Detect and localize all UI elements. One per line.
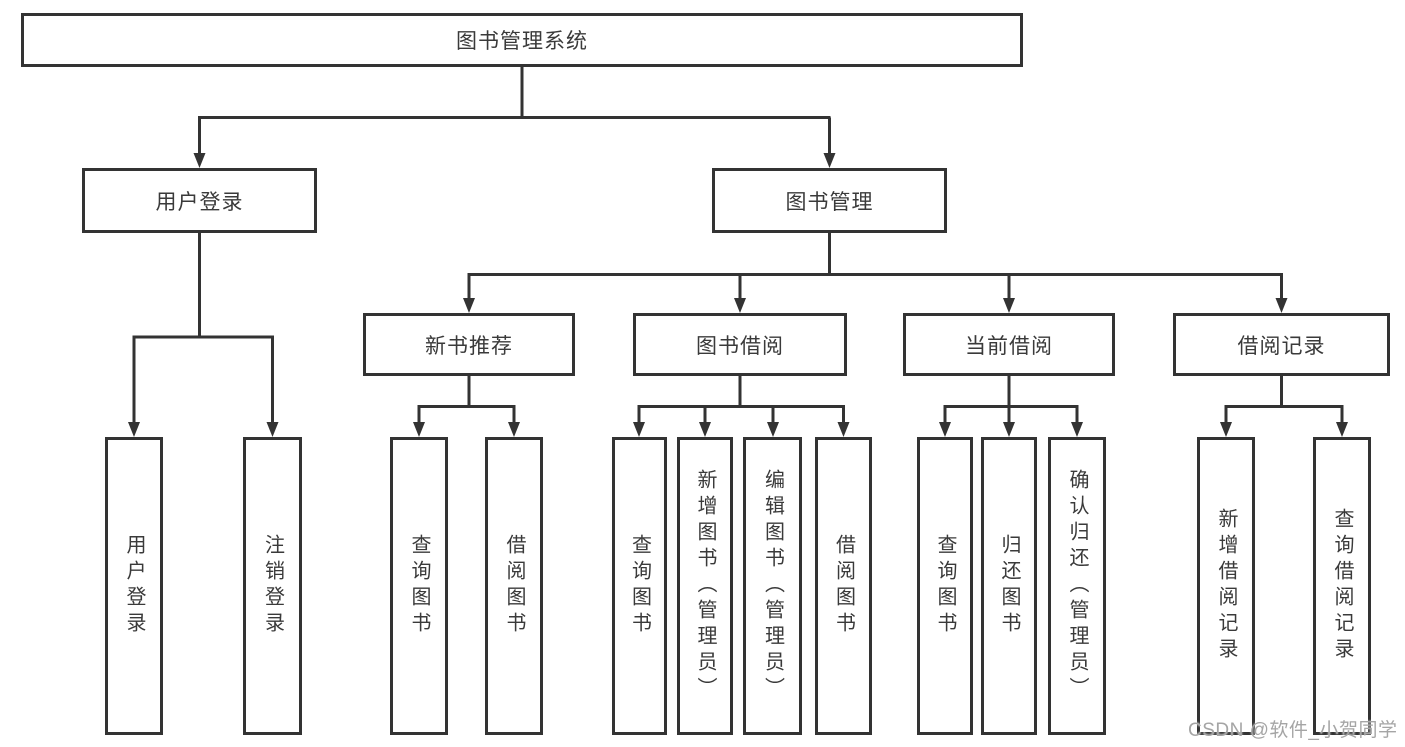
node-leaf-logout: 注销登录	[243, 437, 302, 735]
node-new-book-recommendation: 新书推荐	[363, 313, 575, 376]
connector-user-login-children	[128, 233, 279, 437]
arrowhead-icon	[633, 422, 645, 437]
node-leaf-query-borrow-record: 查询借阅记录	[1313, 437, 1371, 735]
arrowhead-icon	[1336, 422, 1348, 437]
arrowhead-icon	[734, 298, 746, 313]
node-leaf-user-login: 用户登录	[105, 437, 163, 735]
arrowhead-icon	[837, 422, 850, 437]
node-leaf-query-books-borrowing: 查询图书	[612, 437, 667, 735]
node-leaf-add-borrow-record: 新增借阅记录	[1197, 437, 1255, 735]
node-book-management: 图书管理	[712, 168, 947, 233]
node-leaf-query-books-current: 查询图书	[917, 437, 973, 735]
node-library-management-system: 图书管理系统	[21, 13, 1023, 67]
node-book-borrowing: 图书借阅	[633, 313, 847, 376]
arrowhead-icon	[939, 422, 951, 437]
arrowhead-icon	[1003, 298, 1015, 313]
arrowhead-icon	[823, 153, 836, 168]
csdn-watermark: CSDN @软件_小贺同学	[1188, 720, 1398, 741]
arrowhead-icon	[128, 422, 140, 437]
arrowhead-icon	[1220, 422, 1232, 437]
node-leaf-edit-books-admin: 编辑图书（管理员）	[743, 437, 802, 735]
connector-new-book-recommendation-children	[413, 376, 520, 437]
arrowhead-icon	[699, 422, 711, 437]
node-borrowing-records: 借阅记录	[1173, 313, 1390, 376]
arrowhead-icon	[1275, 298, 1288, 313]
node-leaf-borrow-books-recommend: 借阅图书	[485, 437, 543, 735]
node-leaf-return-books: 归还图书	[981, 437, 1037, 735]
arrowhead-icon	[508, 422, 520, 437]
node-leaf-confirm-return-admin: 确认归还（管理员）	[1048, 437, 1106, 735]
arrowhead-icon	[193, 153, 206, 168]
arrowhead-icon	[413, 422, 425, 437]
node-leaf-query-books-recommend: 查询图书	[390, 437, 448, 735]
connector-book-management-children	[463, 233, 1288, 313]
node-leaf-borrow-books: 借阅图书	[815, 437, 872, 735]
connector-current-borrowing-children	[939, 376, 1083, 437]
arrowhead-icon	[463, 298, 475, 313]
node-user-login: 用户登录	[82, 168, 317, 233]
arrowhead-icon	[266, 422, 279, 437]
arrowhead-icon	[1003, 422, 1015, 437]
arrowhead-icon	[1071, 422, 1083, 437]
arrowhead-icon	[767, 422, 779, 437]
connector-root-to-level2	[193, 67, 836, 168]
node-leaf-add-books-admin: 新增图书（管理员）	[677, 437, 733, 735]
connector-book-borrowing-children	[633, 376, 850, 437]
node-current-borrowing: 当前借阅	[903, 313, 1115, 376]
connector-borrowing-records-children	[1220, 376, 1348, 437]
